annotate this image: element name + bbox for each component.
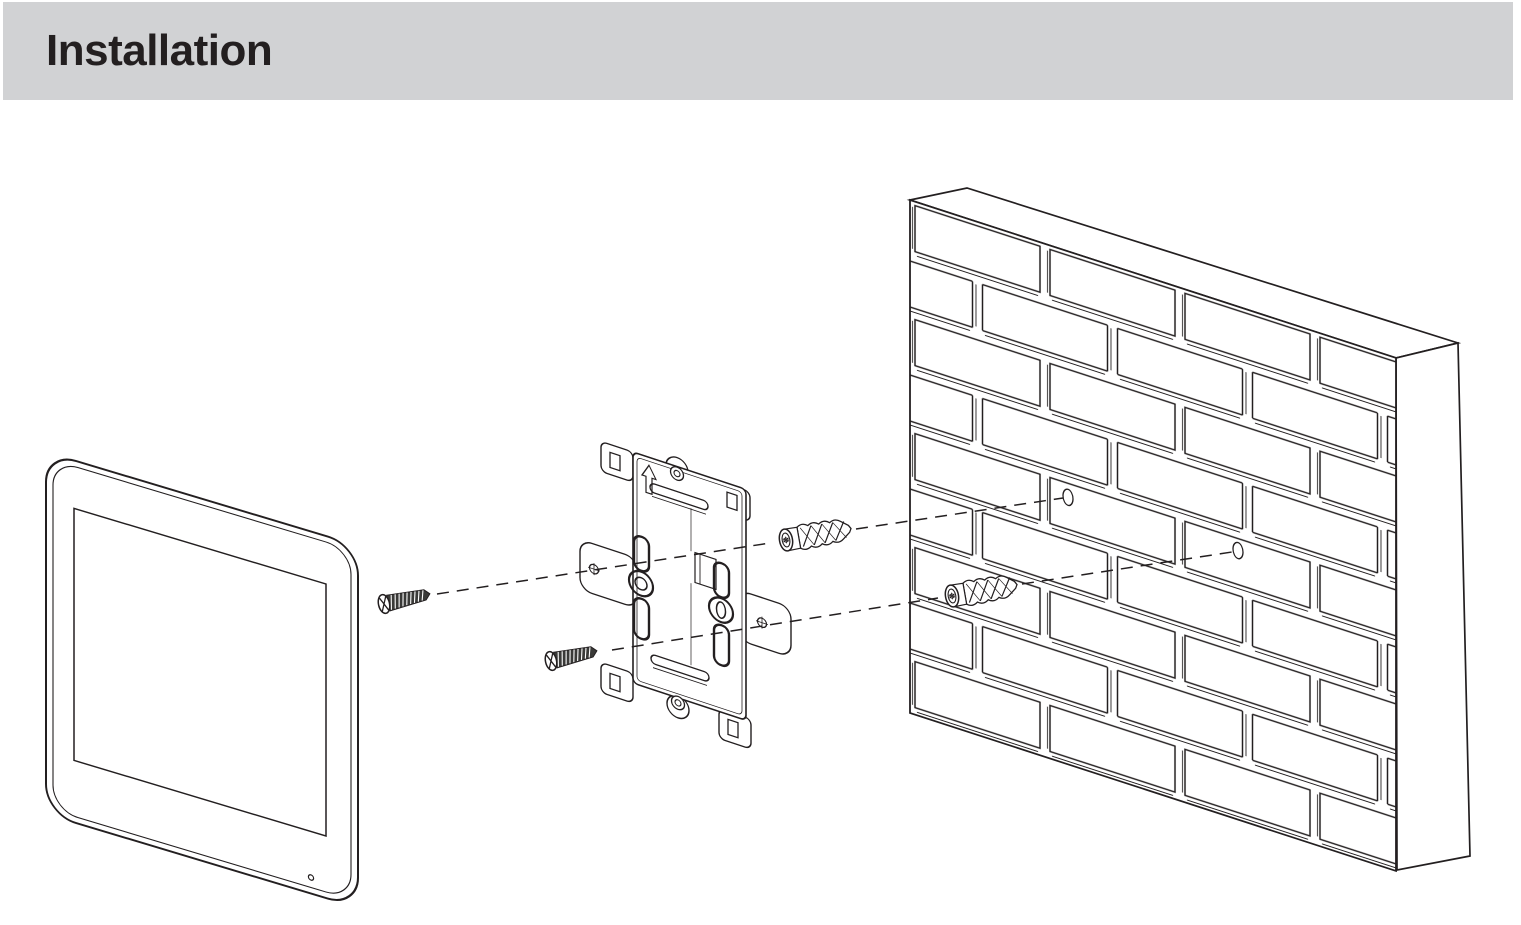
monitor-body	[45, 458, 359, 901]
bracket-keyhole-top	[669, 466, 685, 482]
wall-anchor-upper	[778, 519, 852, 552]
brick-wall	[906, 187, 1471, 873]
bracket-slot-bottom	[650, 654, 710, 682]
section-header: Installation	[3, 2, 1513, 100]
monitor-mic-hole	[307, 874, 315, 881]
section-title: Installation	[46, 26, 273, 75]
bracket-wing-left	[627, 535, 655, 641]
bracket-ear-left	[579, 542, 638, 606]
bracket-screw-hole-left	[588, 562, 600, 576]
bracket-wing-right	[707, 561, 735, 668]
wall-anchor-lower	[944, 575, 1018, 608]
wall-bracket	[579, 442, 792, 749]
monitor-screen	[73, 507, 327, 837]
bracket-slot-top	[649, 483, 709, 511]
wall-side-face	[1395, 341, 1471, 872]
alignment-line-lower	[611, 551, 1233, 651]
mounting-screw-upper	[377, 589, 431, 615]
monitor	[45, 458, 359, 901]
wall-hole-upper	[1062, 488, 1074, 507]
bracket-tab-top-left	[600, 442, 634, 482]
mounting-screw-lower	[544, 646, 598, 672]
bracket-keyhole-bottom	[670, 695, 686, 711]
bracket-up-arrow-icon	[640, 464, 658, 496]
bracket-cable-tab	[694, 551, 717, 591]
alignment-line-upper	[436, 497, 1064, 595]
bracket-tab-bottom-left	[600, 663, 634, 703]
wall-hole-lower	[1232, 541, 1244, 560]
bracket-plate	[632, 452, 747, 720]
